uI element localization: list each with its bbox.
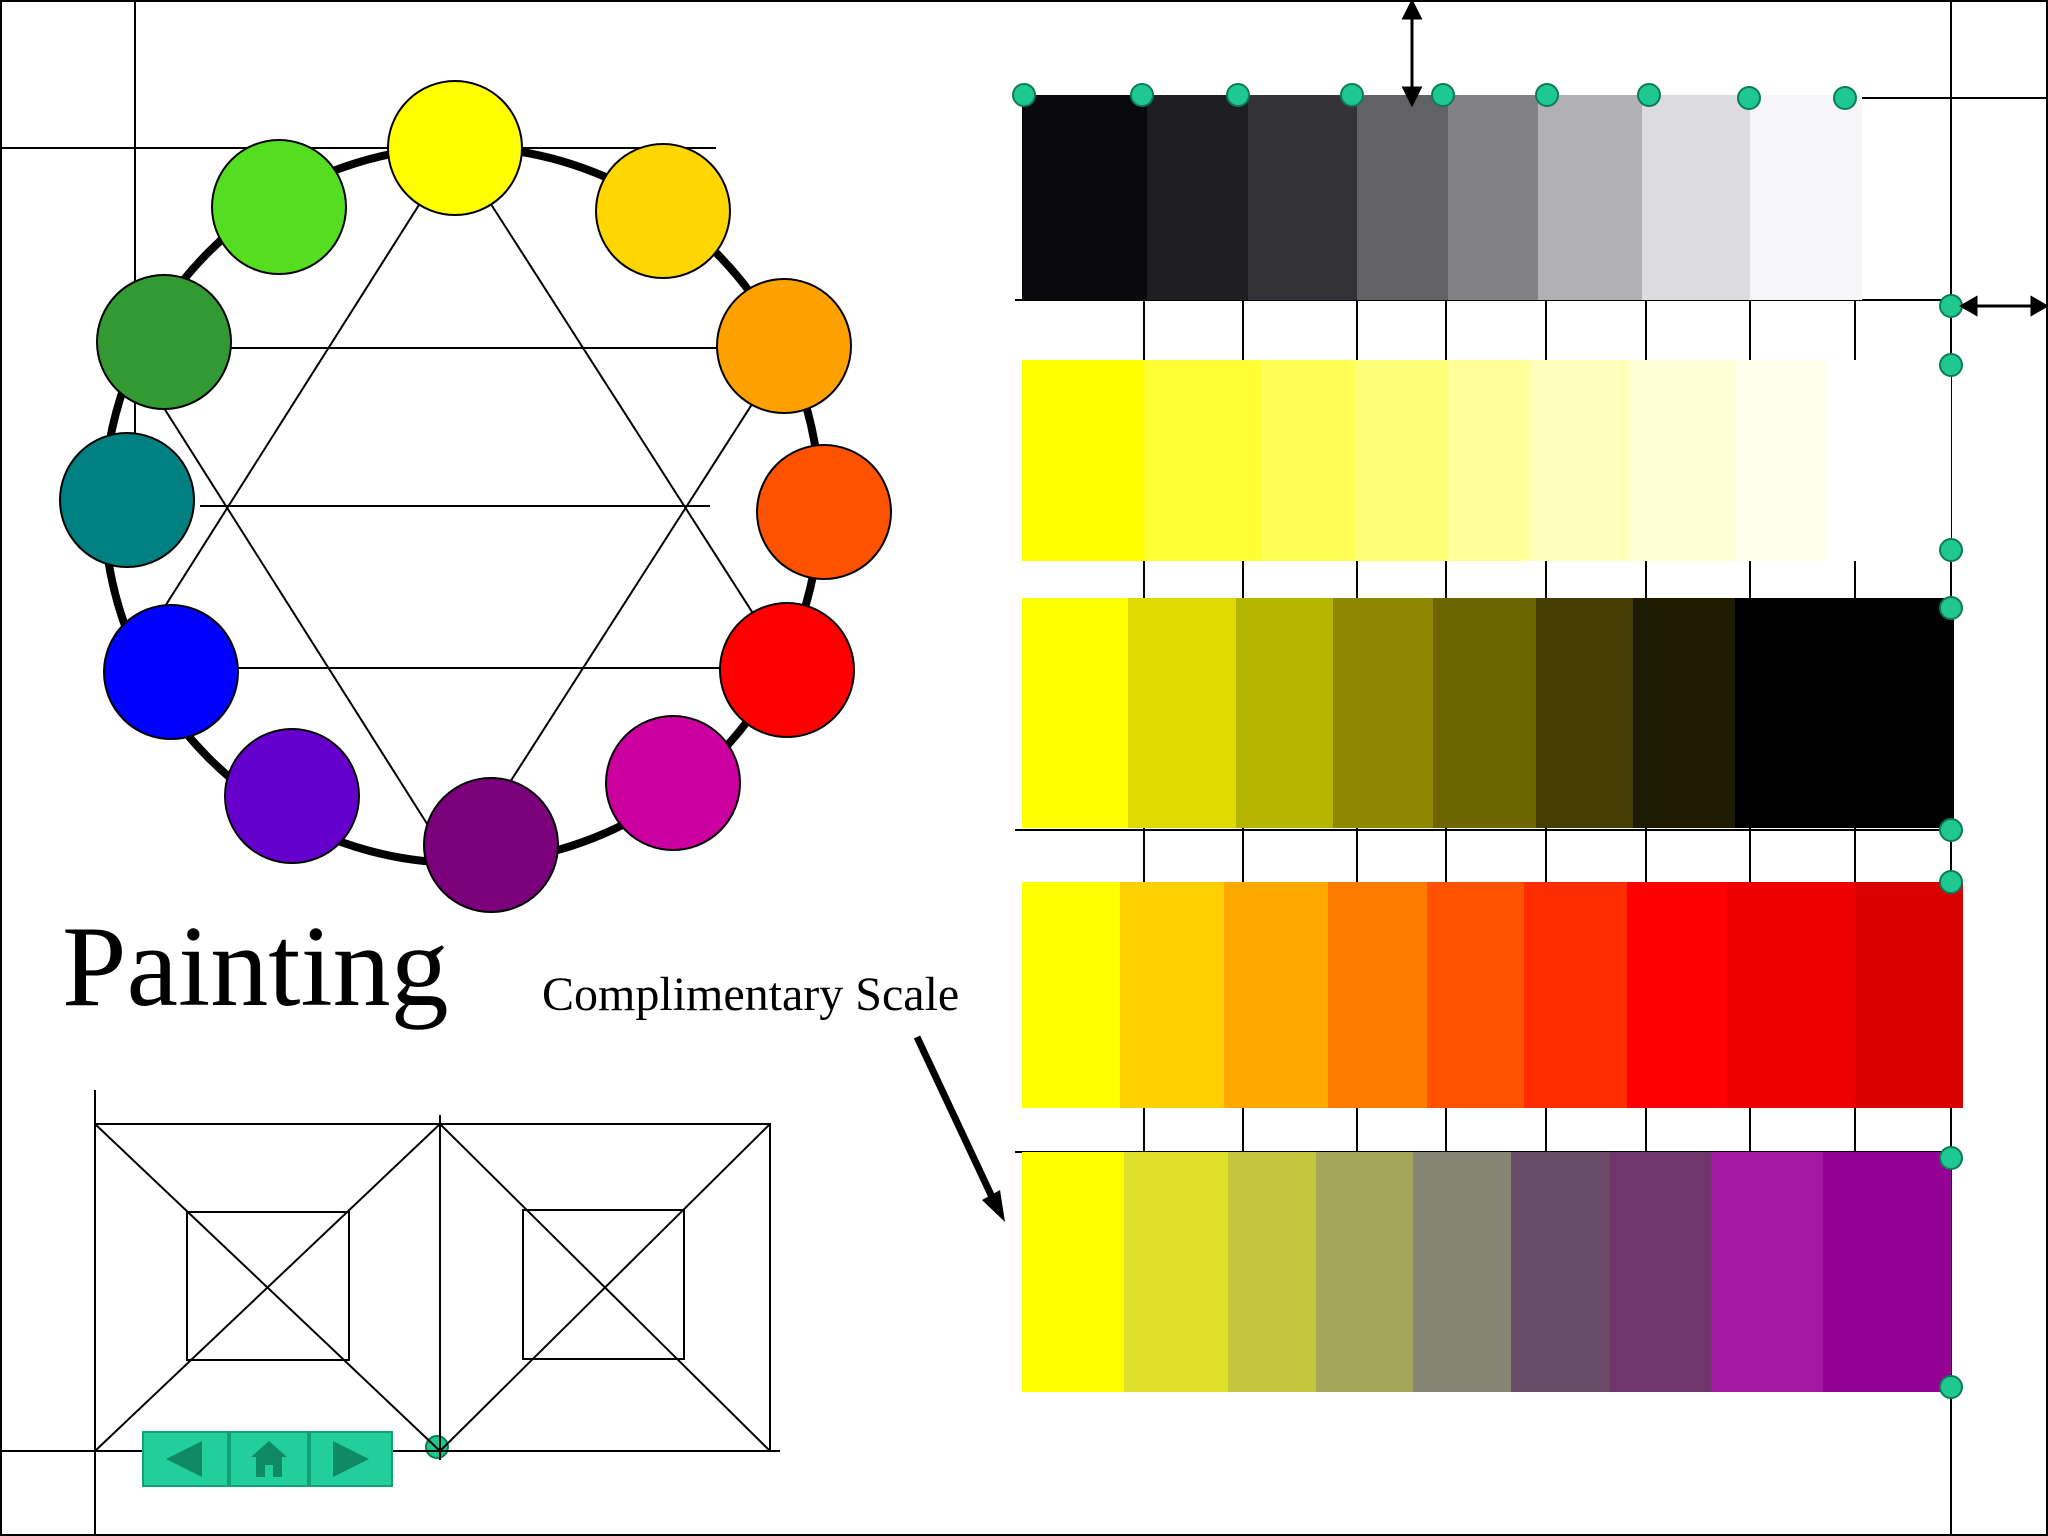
placeholder-frames (94, 1115, 771, 1460)
value-scale-gray-swatch-5 (1448, 95, 1538, 300)
tint-scale-yellow-swatch-6 (1530, 360, 1630, 561)
analogous-scale-yellow-red-swatch-5 (1427, 882, 1524, 1108)
tint-scale-yellow-swatch-7 (1630, 360, 1736, 561)
wheel-color-blue (103, 604, 239, 740)
tint-scale-yellow-swatch-1 (1022, 360, 1144, 561)
resize-arrows[interactable] (1401, 0, 2048, 317)
wheel-color-blue-violet (224, 728, 360, 864)
tint-scale-yellow-swatch-4 (1355, 360, 1448, 561)
scale-label: Complimentary Scale (542, 968, 959, 1021)
wheel-color-red-orange (756, 444, 892, 580)
value-scale-gray-swatch-2 (1147, 95, 1248, 300)
tint-scale-yellow-swatch-5 (1448, 360, 1530, 561)
prev-button[interactable] (142, 1431, 229, 1487)
wheel-color-blue-green (59, 432, 195, 568)
color-wheel (59, 80, 892, 913)
wheel-color-orange (716, 278, 852, 414)
analogous-scale-yellow-red-swatch-3 (1224, 882, 1328, 1108)
shade-scale-yellow-swatch-3 (1236, 598, 1333, 828)
shade-scale-yellow-swatch-5 (1433, 598, 1536, 828)
complimentary-scale-yellow-violet-swatch-9 (1823, 1152, 1951, 1392)
shade-scale-yellow-swatch-8 (1735, 598, 1951, 828)
complimentary-scale-yellow-violet-swatch-2 (1124, 1152, 1228, 1392)
wheel-color-red (719, 602, 855, 738)
analogous-scale-yellow-red-swatch-8 (1727, 882, 1855, 1108)
left-arrow-icon (166, 1441, 202, 1477)
value-scale-gray-swatch-6 (1538, 95, 1642, 300)
shade-scale-yellow (1022, 598, 1954, 828)
value-scale-gray-swatch-7 (1642, 95, 1750, 300)
wheel-color-green (96, 274, 232, 410)
tint-scale-yellow-swatch-8 (1736, 360, 1826, 561)
value-scale-gray-swatch-1 (1022, 95, 1147, 300)
shade-scale-yellow-swatch-9 (1951, 598, 1954, 828)
complimentary-scale-yellow-violet-swatch-7 (1610, 1152, 1711, 1392)
tint-scale-yellow (1022, 360, 1951, 561)
home-icon (251, 1441, 287, 1477)
shade-scale-yellow-swatch-1 (1022, 598, 1128, 828)
value-scale-gray-swatch-8 (1750, 95, 1862, 300)
slide-title: Painting (62, 903, 449, 1031)
complimentary-scale-yellow-violet-swatch-8 (1711, 1152, 1823, 1392)
analogous-scale-yellow-red-swatch-2 (1120, 882, 1224, 1108)
value-scale-gray-swatch-4 (1357, 95, 1448, 300)
value-scale-gray-swatch-3 (1248, 95, 1357, 300)
wheel-color-yellow-orange (595, 143, 731, 279)
next-button[interactable] (309, 1431, 393, 1487)
analogous-scale-yellow-red-swatch-6 (1524, 882, 1627, 1108)
tint-scale-yellow-swatch-2 (1144, 360, 1261, 561)
color-scales (1022, 95, 1963, 1392)
scale-pointer-arrow (913, 1035, 1005, 1222)
value-scale-gray (1022, 95, 1862, 300)
shade-scale-yellow-swatch-4 (1333, 598, 1433, 828)
complimentary-scale-yellow-violet-swatch-6 (1511, 1152, 1610, 1392)
complimentary-scale-yellow-violet-swatch-4 (1316, 1152, 1413, 1392)
complimentary-scale-yellow-violet (1022, 1152, 1951, 1392)
tint-scale-yellow-swatch-3 (1261, 360, 1355, 561)
home-button[interactable] (229, 1431, 309, 1487)
analogous-scale-yellow-red-swatch-4 (1328, 882, 1427, 1108)
complimentary-scale-yellow-violet-swatch-1 (1022, 1152, 1124, 1392)
shade-scale-yellow-swatch-7 (1633, 598, 1735, 828)
tint-scale-yellow-swatch-9 (1826, 360, 1951, 561)
selection-handles[interactable] (425, 83, 1963, 1459)
analogous-scale-yellow-red-swatch-1 (1022, 882, 1120, 1108)
wheel-triangles (124, 146, 790, 870)
analogous-scale-yellow-red (1022, 882, 1963, 1108)
wheel-color-violet (423, 777, 559, 913)
wheel-color-red-violet (605, 715, 741, 851)
wheel-color-yellow-green (211, 139, 347, 275)
complimentary-scale-yellow-violet-swatch-3 (1228, 1152, 1316, 1392)
right-arrow-icon (333, 1441, 369, 1477)
complimentary-scale-yellow-violet-swatch-5 (1413, 1152, 1511, 1392)
shade-scale-yellow-swatch-2 (1128, 598, 1236, 828)
analogous-scale-yellow-red-swatch-9 (1855, 882, 1963, 1108)
analogous-scale-yellow-red-swatch-7 (1627, 882, 1727, 1108)
shade-scale-yellow-swatch-6 (1536, 598, 1633, 828)
wheel-color-yellow (387, 80, 523, 216)
